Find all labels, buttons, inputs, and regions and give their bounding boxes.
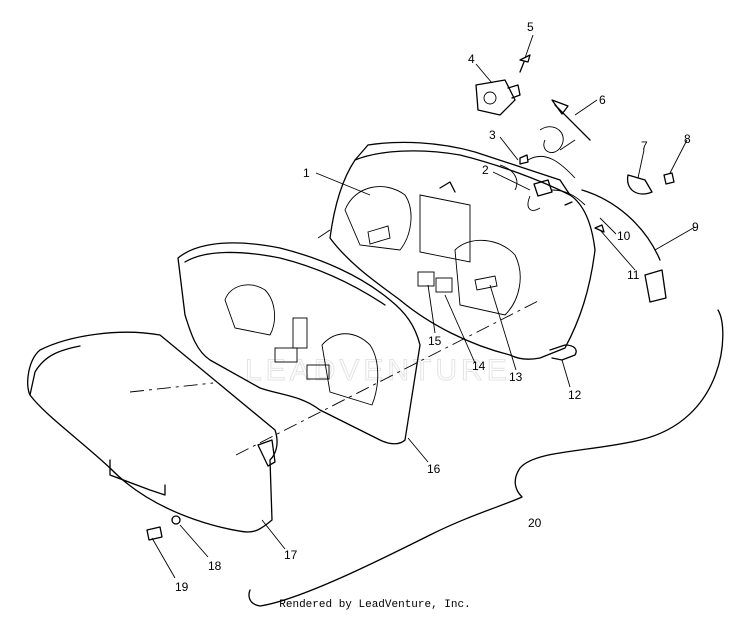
indicator-panel xyxy=(419,194,471,263)
center-line xyxy=(235,299,541,456)
bezel xyxy=(177,242,421,445)
assembly-bracket-20 xyxy=(248,309,724,607)
callout-9: 9 xyxy=(692,220,699,234)
callout-18: 18 xyxy=(208,559,222,573)
gauge-housing xyxy=(317,141,596,361)
callout-13: 13 xyxy=(509,370,523,384)
screw-10 xyxy=(564,201,573,206)
render-credit: Rendered by LeadVenture, Inc. xyxy=(279,599,471,611)
bulb-socket xyxy=(533,179,553,197)
screw-11 xyxy=(594,224,605,233)
washer-18 xyxy=(171,515,181,525)
callout-5: 5 xyxy=(527,20,534,34)
speedometer-dial xyxy=(344,186,412,251)
callout-7: 7 xyxy=(641,139,648,153)
callout-16: 16 xyxy=(427,462,441,476)
callout-17: 17 xyxy=(284,548,298,562)
screw-8 xyxy=(663,172,675,185)
callout-20: 20 xyxy=(528,516,542,530)
callout-19: 19 xyxy=(175,580,189,594)
callout-14: 14 xyxy=(472,359,486,373)
callout-8: 8 xyxy=(684,132,691,146)
sender-bracket xyxy=(475,79,521,116)
callout-11: 11 xyxy=(627,268,640,282)
indicator-lamp xyxy=(435,277,453,293)
cover-center-line xyxy=(129,382,214,393)
clamp-7 xyxy=(626,174,653,195)
callout-10: 10 xyxy=(617,229,631,243)
connector-plug xyxy=(644,269,667,303)
bezel-window xyxy=(274,347,298,363)
screw-19 xyxy=(146,526,163,541)
bezel-window xyxy=(306,364,330,380)
harness-connector xyxy=(551,99,569,115)
callout-labels: 1 2 3 4 5 6 7 8 9 10 11 12 13 14 15 16 1… xyxy=(175,20,699,594)
tachometer-dial xyxy=(454,239,521,316)
callout-2: 2 xyxy=(482,163,489,177)
indicator-lamp xyxy=(417,271,435,287)
outer-cover xyxy=(27,331,278,533)
callout-6: 6 xyxy=(599,93,606,107)
callout-15: 15 xyxy=(428,334,442,348)
bulb-socket xyxy=(519,154,529,165)
wire-harness-6 xyxy=(554,104,591,141)
callout-3: 3 xyxy=(489,128,496,142)
callout-1: 1 xyxy=(303,166,310,180)
leader-lines xyxy=(151,34,696,579)
callout-12: 12 xyxy=(568,388,582,402)
lead-wire-9 xyxy=(581,189,661,261)
callout-4: 4 xyxy=(468,52,475,66)
bezel-window xyxy=(292,317,308,349)
